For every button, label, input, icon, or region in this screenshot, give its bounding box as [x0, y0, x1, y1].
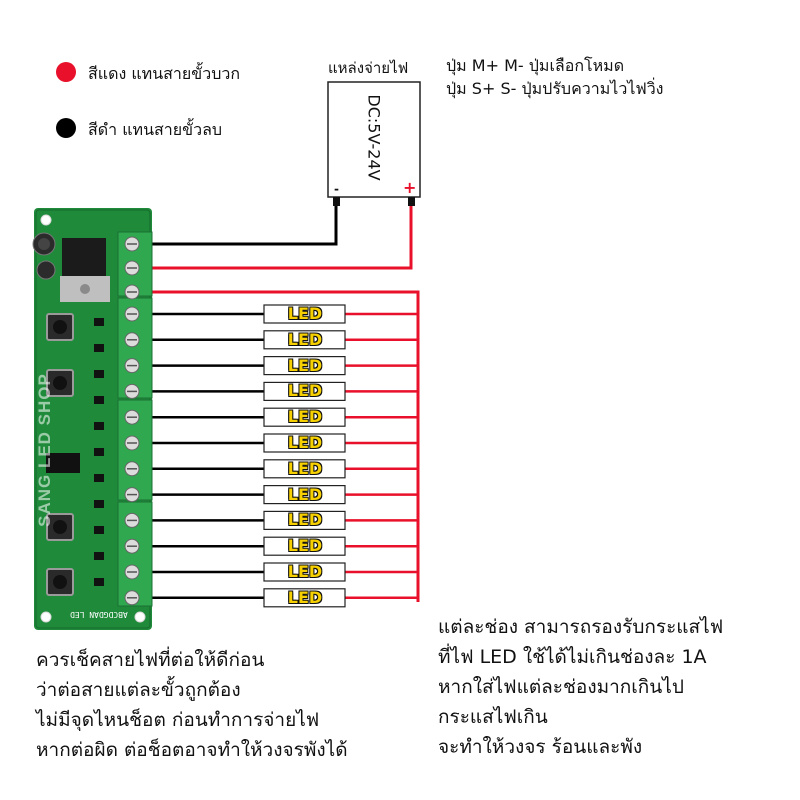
led-label: LED — [287, 536, 323, 556]
button-s-minus[interactable] — [46, 568, 74, 596]
note-right: แต่ละช่อง สามารถรองรับกระแสไฟ ที่ไฟ LED … — [438, 612, 723, 762]
note-right-line3: หากใส่ไฟแต่ละช่องมากเกินไป — [438, 676, 684, 698]
transistor-array — [94, 318, 104, 586]
led-label: LED — [287, 329, 323, 349]
power-supply-title: แหล่งจ่ายไฟ — [328, 59, 409, 77]
led-strip — [263, 330, 346, 350]
mount-hole — [40, 611, 52, 623]
note-left-line4: หากต่อผิด ต่อช็อตอาจทำให้วงจรพังได้ — [36, 739, 348, 761]
led-label: LED — [287, 484, 323, 504]
terminal-screws — [124, 236, 140, 606]
button-s-plus[interactable] — [46, 513, 74, 541]
legend-red-text: สีแดง แทนสายขั้วบวก — [88, 64, 241, 83]
microcontroller-chip — [46, 453, 80, 473]
led-strip — [263, 381, 346, 401]
note-right-line2: ที่ไฟ LED ใช้ได้ไม่เกินช่องละ 1A — [438, 646, 707, 668]
buttons-info: ปุ่ม M+ M- ปุ่มเลือกโหมด ปุ่ม S+ S- ปุ่ม… — [446, 54, 663, 100]
led-label: LED — [287, 304, 323, 323]
led-rows — [152, 304, 418, 608]
black-dot-icon — [56, 118, 76, 138]
led-strip — [263, 536, 346, 556]
led-label: LED — [287, 562, 323, 581]
led-strip — [263, 433, 346, 453]
psu-minus-sign: - — [334, 182, 339, 196]
led-label: LED — [287, 433, 323, 452]
led-strip — [263, 562, 346, 582]
voltage-regulator — [62, 238, 106, 278]
led-strip — [263, 485, 346, 505]
red-dot-icon — [56, 62, 76, 82]
watermark-text: SANG LED SHOP — [34, 373, 54, 527]
led-strip — [263, 510, 346, 530]
psu-voltage-label: DC:5V-24V — [364, 94, 384, 181]
led-label: LED — [287, 587, 323, 607]
led-label: LED — [287, 407, 323, 427]
note-left-line1: ควรเช็คสายไฟที่ต่อให้ดีก่อน — [36, 649, 265, 671]
led-label: LED — [287, 381, 323, 401]
led-label: LED — [287, 458, 323, 478]
legend-black-text: สีดำ แทนสายขั้วลบ — [88, 120, 223, 139]
led-strip — [263, 407, 346, 427]
led-strip — [263, 356, 346, 376]
psu-red-wire — [152, 206, 413, 270]
note-right-line1: แต่ละช่อง สามารถรองรับกระแสไฟ — [438, 616, 724, 638]
buttons-info-line2: ปุ่ม S+ S- ปุ่มปรับความไวไฟวิ่ง — [446, 79, 664, 98]
note-right-line4: กระแสไฟเกิน — [438, 706, 548, 728]
note-left-line3: ไม่มีจุดไหนช็อต ก่อนทำการจ่ายไฟ — [36, 709, 320, 731]
buttons-info-line1: ปุ่ม M+ M- ปุ่มเลือกโหมด — [446, 56, 625, 75]
led-strip — [263, 459, 346, 479]
psu-plus-sign: + — [403, 178, 417, 197]
psu-terminal-minus — [333, 197, 340, 206]
note-left-line2: ว่าต่อสายแต่ละขั้วถูกต้อง — [36, 679, 241, 701]
led-common-red-rail — [152, 290, 420, 602]
board-silk-label: ABCDGDAN LED — [70, 610, 128, 619]
led-label: LED — [287, 355, 323, 375]
led-strip — [263, 304, 346, 324]
note-left: ควรเช็คสายไฟที่ต่อให้ดีก่อน ว่าต่อสายแต่… — [36, 645, 348, 765]
button-m-plus[interactable] — [46, 313, 74, 341]
psu-black-wire — [152, 206, 338, 246]
led-label: LED — [287, 510, 323, 530]
mount-hole — [134, 611, 146, 623]
psu-terminal-plus — [408, 197, 415, 206]
note-right-line5: จะทำให้วงจร ร้อนและพัง — [438, 736, 643, 758]
led-strip — [263, 588, 346, 608]
power-supply-box — [327, 81, 421, 198]
mount-hole — [40, 214, 52, 226]
capacitor — [36, 260, 56, 280]
button-m-minus[interactable] — [46, 369, 74, 397]
